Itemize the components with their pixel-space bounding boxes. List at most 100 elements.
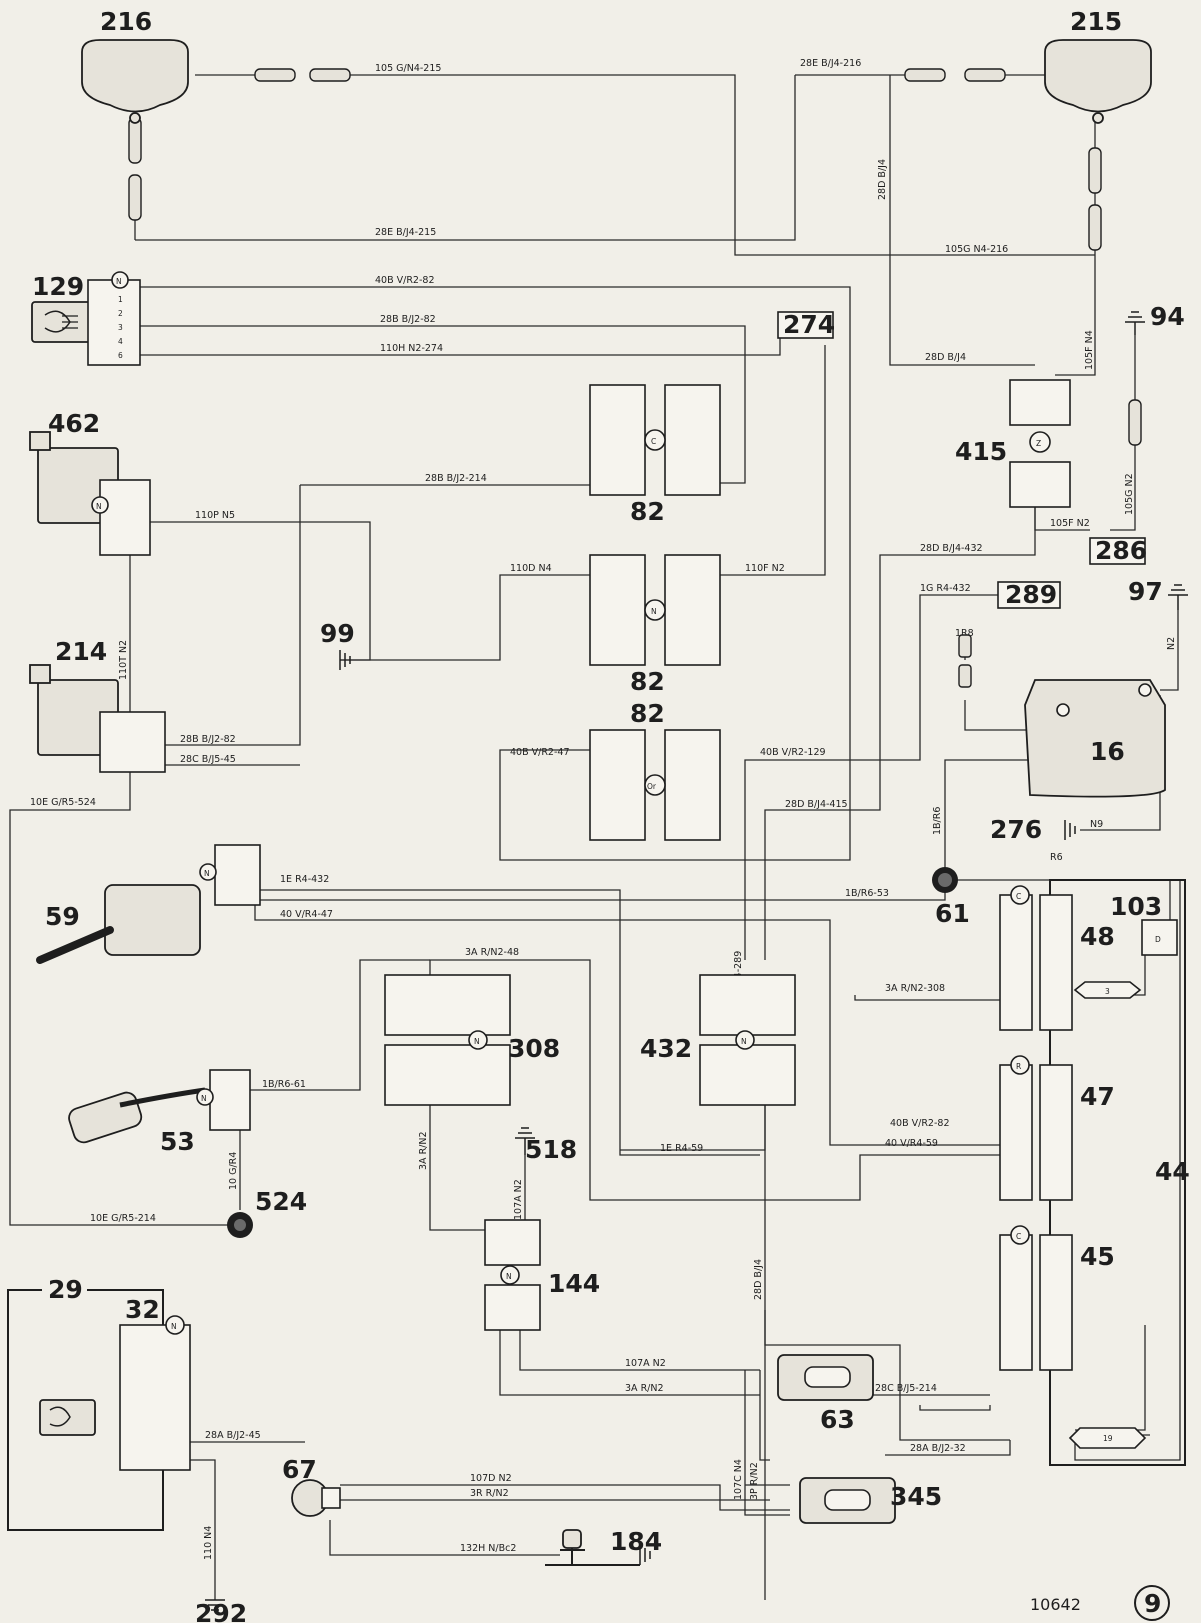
- component-number: 48: [1080, 922, 1115, 951]
- wire-label: N2: [1166, 637, 1177, 650]
- component-103: D 103 3: [1073, 892, 1178, 999]
- connector-mark: D: [1155, 935, 1161, 944]
- wire-label: 10E G/R5-524: [30, 797, 96, 808]
- page-number: 9: [1144, 1589, 1161, 1618]
- component-number: 67: [282, 1455, 317, 1484]
- wire-label: 1G R4-432: [920, 583, 971, 594]
- lamp-67: 67: [282, 1455, 341, 1517]
- component-number: 44: [1155, 1157, 1190, 1186]
- wire-label: 3P R/N2: [749, 1462, 760, 1500]
- connector-47: R 47: [999, 1055, 1115, 1201]
- component-number: 53: [160, 1127, 195, 1156]
- inline-connectors: [128, 68, 1142, 688]
- connector-mark: N: [506, 1272, 512, 1281]
- box-label: 3: [1105, 987, 1110, 996]
- connector-45: C 45 19: [999, 1225, 1147, 1449]
- connector-mark: N: [96, 502, 102, 511]
- component-number: 415: [955, 437, 1007, 466]
- wire-label: 28D B/J4-432: [920, 543, 983, 554]
- pin-label: 1: [118, 295, 123, 304]
- component-number: 524: [255, 1187, 307, 1216]
- wire-label: 40B V/R2-82: [890, 1118, 950, 1129]
- component-number: 216: [100, 7, 152, 36]
- connector-144: N 144: [484, 1219, 600, 1331]
- wire-label: 110 N4: [203, 1526, 214, 1560]
- wire-label: 1R8: [955, 628, 974, 639]
- splice-524: 524: [227, 1187, 307, 1238]
- wire-label: 3A R/N2-48: [465, 947, 519, 958]
- component-number: 286: [1095, 536, 1147, 565]
- component-number: 292: [195, 1599, 247, 1623]
- component-number: 47: [1080, 1082, 1115, 1111]
- splice-61: 61: [932, 867, 970, 928]
- component-number: 82: [630, 497, 665, 526]
- wire-label: 110D N4: [510, 563, 552, 574]
- pin-label: 4: [118, 337, 123, 346]
- component-number: 97: [1128, 577, 1163, 606]
- wire-label: 28B B/J2-82: [180, 734, 236, 745]
- component-number: 63: [820, 1405, 855, 1434]
- connector-mark: R: [1016, 1062, 1021, 1071]
- pin-label: 2: [118, 309, 123, 318]
- wire-label: 28E B/J4-216: [800, 58, 861, 69]
- connector-mark: N: [474, 1037, 480, 1046]
- wire-label: 28B B/J2-214: [425, 473, 487, 484]
- wire-label: 107C N4: [733, 1459, 744, 1500]
- connector-mark: C: [1016, 1232, 1021, 1241]
- wire-label: 105F N4: [1084, 330, 1095, 370]
- wire-label: R6: [1050, 852, 1063, 863]
- connector-432: N 432: [640, 974, 796, 1106]
- wire-label: 105 G/N4-215: [375, 63, 441, 74]
- component-number: 184: [610, 1527, 662, 1556]
- wire-label: 40 V/R4-47: [280, 909, 333, 920]
- pin-label: 6: [118, 351, 123, 360]
- wire-label: 107D N2: [470, 1473, 512, 1484]
- connector-48: C 48: [999, 885, 1115, 1031]
- component-number: 215: [1070, 7, 1122, 36]
- pin-label: 3: [118, 323, 123, 332]
- wire-label: 10 G/R4: [228, 1152, 239, 1190]
- component-number: 29: [48, 1275, 83, 1304]
- connector-415: Z 415: [955, 379, 1071, 508]
- component-number: 308: [508, 1034, 560, 1063]
- connector-mark: N: [116, 277, 122, 286]
- wire-label: 3R R/N2: [470, 1488, 509, 1499]
- connector-mark: N: [651, 607, 657, 616]
- component-number: 214: [55, 637, 107, 666]
- component-number: 289: [1005, 580, 1057, 609]
- connector-82-top: C 82: [589, 384, 721, 526]
- wire-label: 40B V/R2-82: [375, 275, 435, 286]
- battery-16: 16: [1024, 679, 1166, 798]
- connector-mark: Z: [1036, 439, 1041, 448]
- component-number: 144: [548, 1269, 600, 1298]
- switch-184: 184: [545, 1527, 662, 1566]
- connector-mark: N: [741, 1037, 747, 1046]
- connector-82-bottom: Or 82: [589, 699, 721, 841]
- wire-label: 40 V/R4-59: [885, 1138, 938, 1149]
- wire-label: 28D B/J4: [877, 159, 888, 200]
- wire-label: 28D B/J4: [925, 352, 966, 363]
- component-number: 274: [783, 310, 835, 339]
- wire-label: 110F N2: [745, 563, 785, 574]
- switch-53: N 53: [68, 1069, 251, 1156]
- wire-label: 10E G/R5-214: [90, 1213, 156, 1224]
- switch-32: N 32: [39, 1295, 191, 1471]
- connector-308: N 308: [384, 974, 560, 1106]
- wire-label: 3A R/N2: [418, 1131, 429, 1170]
- wire-label: 28A B/J2-32: [910, 1443, 966, 1454]
- wire-label: 28D B/J4: [753, 1259, 764, 1300]
- wire-label: 28D B/J4-415: [785, 799, 848, 810]
- component-number: 518: [525, 1135, 577, 1164]
- wire-label: 28C B/J5-45: [180, 754, 236, 765]
- component-number: 32: [125, 1295, 160, 1324]
- drawing-code: 10642: [1030, 1595, 1081, 1614]
- wire-label: 105G N4-216: [945, 244, 1008, 255]
- wire-label: 40B V/R2-129: [760, 747, 826, 758]
- wire-label: 1E R4-59: [660, 1143, 703, 1154]
- wire-label: 105F N2: [1050, 518, 1090, 529]
- wire-label: 28B B/J2-82: [380, 314, 436, 325]
- component-number: 129: [32, 272, 84, 301]
- wire-layer: [9, 74, 1181, 1600]
- component-number: 45: [1080, 1242, 1115, 1271]
- switch-129: N 1 2 3 4 6 129: [31, 271, 141, 366]
